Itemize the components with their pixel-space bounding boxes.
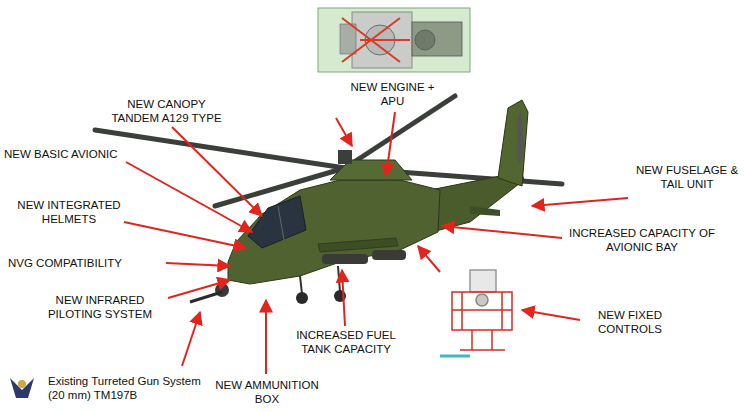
watermark-emblem	[10, 378, 34, 398]
callout-label: NVG COMPATIBILITY	[8, 256, 166, 270]
callout-label: INCREASED FUEL TANK CAPACITY	[282, 328, 410, 357]
callout-label: NEW CANOPY TANDEM A129 TYPE	[104, 97, 229, 126]
callout-label: NEW INTEGRATED HELMETS	[10, 198, 128, 227]
callout-label: NEW AMMUNITION BOX	[212, 378, 322, 407]
leader-arrows	[124, 112, 628, 374]
callout-label: NEW FIXED CONTROLS	[580, 308, 680, 337]
engine-inset	[318, 8, 470, 72]
callout-label: NEW BASIC AVIONIC	[4, 147, 139, 161]
fuselage	[190, 100, 528, 304]
controls-inset	[440, 270, 512, 356]
callout-label: NEW ENGINE + APU	[345, 80, 440, 109]
callout-label: INCREASED CAPACITY OF AVIONIC BAY	[566, 226, 718, 255]
callout-label: NEW INFRARED PILOTING SYSTEM	[30, 293, 170, 322]
callout-label: Existing Turreted Gun System (20 mm) TM1…	[48, 374, 213, 403]
callout-label: NEW FUSELAGE & TAIL UNIT	[632, 163, 742, 192]
